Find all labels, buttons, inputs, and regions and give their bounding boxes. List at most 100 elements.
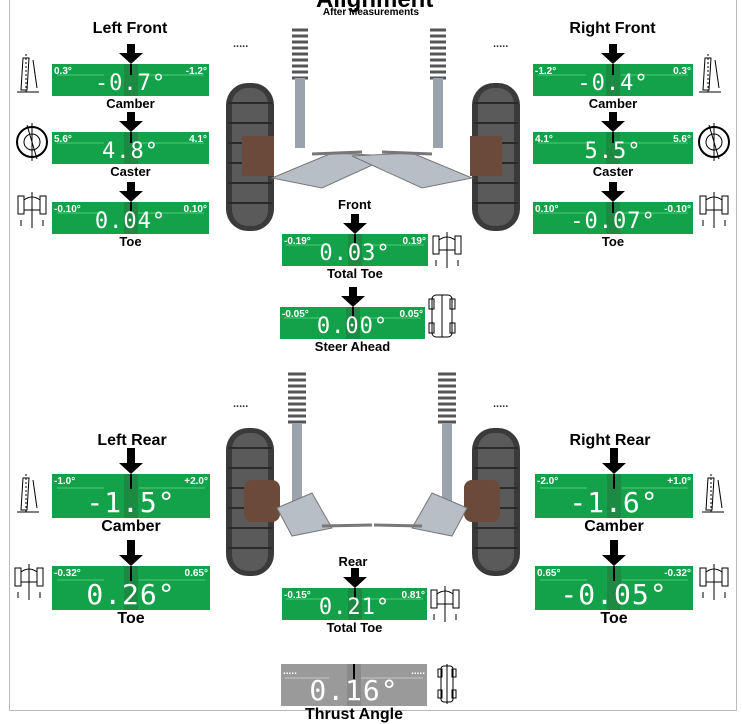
camber-icon	[697, 52, 723, 101]
measured-value: -1.6°	[569, 486, 659, 518]
meter-left-front-caster: 5.6°4.1°4.8°Caster	[52, 112, 209, 179]
measured-value: 0.03°	[319, 241, 391, 266]
thrust-angle-icon	[436, 664, 458, 709]
gauge-step-line	[56, 487, 105, 489]
gauge-step-line	[56, 579, 105, 581]
spec-gauge: -0.15°0.81°0.21°	[282, 588, 427, 620]
spec-min-label: -0.15°	[284, 590, 311, 601]
gauge-step-line	[383, 598, 423, 600]
meter-right-front-toe: 0.10°-0.10°-0.07°Toe	[533, 182, 693, 249]
gauge-step-line	[286, 598, 330, 600]
meter-front-total-toe: -0.19°0.19°0.03°Total Toe	[282, 214, 428, 286]
gauge-center-notch	[606, 132, 620, 164]
pointer-arrow-icon	[343, 214, 367, 234]
gauge-center-notch	[124, 566, 138, 610]
camber-icon	[15, 472, 41, 521]
gauge-center-notch	[123, 202, 138, 234]
placeholder-dots: .....	[493, 398, 509, 410]
spec-max-label: -0.32°	[664, 568, 691, 579]
meter-right-front-caster: 4.1°5.6°5.5°Caster	[533, 112, 693, 179]
camber-icon	[15, 52, 41, 101]
measurement-label: Caster	[110, 164, 151, 179]
gauge-step-line	[161, 212, 205, 214]
spec-max-label: 0.65°	[184, 568, 208, 579]
gauge-center-notch	[123, 132, 138, 164]
gauge-center-notch	[347, 664, 361, 706]
gauge-step-line	[161, 142, 205, 144]
gauge-step-line	[645, 487, 689, 489]
gauge-center-notch	[124, 474, 138, 518]
measured-value: -0.4°	[577, 71, 649, 96]
spec-gauge: -0.19°0.19°0.03°	[282, 234, 428, 266]
measurement-label: Toe	[117, 610, 145, 627]
meter-right-front-camber: -1.2°0.3°-0.4°Camber	[533, 44, 693, 111]
gauge-center-tick	[129, 64, 132, 75]
meter-right-rear-toe: 0.65°-0.32°-0.05°Toe	[535, 540, 693, 627]
spec-min-label: -0.19°	[284, 236, 311, 247]
gauge-step-line	[162, 487, 206, 489]
gauge-center-notch	[606, 202, 620, 234]
spec-max-label: 5.6°	[673, 134, 691, 145]
measurement-label: Camber	[101, 518, 161, 535]
display-frame	[9, 0, 737, 711]
spec-min-label: .....	[283, 666, 297, 677]
gauge-center-tick	[353, 588, 356, 599]
measurement-label: Toe	[601, 234, 625, 249]
gauge-center-tick	[353, 664, 355, 679]
pointer-arrow-icon	[118, 112, 143, 132]
spec-gauge: -0.32°0.65°0.26°	[52, 566, 210, 610]
gauge-center-tick	[129, 132, 132, 143]
gauge-center-notch	[607, 474, 621, 518]
spec-min-label: 0.65°	[537, 568, 561, 579]
measured-value: 0.00°	[316, 314, 389, 339]
section-right-rear: Right Rear	[569, 432, 651, 449]
toe-icon	[697, 190, 731, 235]
gauge-center-tick	[130, 474, 132, 489]
pointer-arrow-icon	[601, 182, 625, 202]
meter-left-rear-toe: -0.32°0.65°0.26°Toe	[52, 540, 210, 627]
gauge-center-tick	[351, 307, 354, 318]
gauge-center-tick	[613, 566, 615, 581]
caster-icon	[697, 123, 731, 166]
spec-max-label: 0.3°	[673, 66, 691, 77]
meter-right-rear-camber: -2.0°+1.0°-1.6°Camber	[535, 448, 693, 536]
spec-gauge: 4.1°5.6°5.5°	[533, 132, 693, 164]
gauge-step-line	[383, 677, 423, 679]
pointer-arrow-icon	[601, 44, 625, 64]
measured-value: -0.05°	[560, 578, 668, 610]
rear-suspension-illustration	[226, 372, 520, 576]
spec-gauge: 0.3°-1.2°-0.7°	[52, 64, 209, 96]
spec-min-label: -0.10°	[54, 204, 81, 215]
section-left-front: Left Front	[92, 20, 168, 37]
section-front: Front	[338, 197, 372, 212]
spec-max-label: +1.0°	[667, 476, 691, 487]
measurement-label: Total Toe	[327, 266, 383, 281]
pointer-arrow-icon	[119, 540, 143, 566]
gauge-center-notch	[348, 234, 362, 266]
gauge-step-line	[539, 579, 588, 581]
gauge-center-notch	[606, 64, 620, 96]
measured-value: 0.26°	[86, 578, 176, 610]
measured-value: 0.04°	[94, 209, 167, 234]
measurement-label: Toe	[119, 234, 142, 249]
placeholder-dots: .....	[493, 38, 509, 50]
toe-icon	[697, 562, 731, 607]
measurement-label: Caster	[592, 164, 634, 179]
gauge-step-line	[56, 212, 104, 214]
measured-value: 0.21°	[318, 595, 391, 620]
gauge-center-tick	[612, 202, 614, 213]
placeholder-dots: .....	[233, 38, 249, 50]
pointer-arrow-icon	[118, 44, 143, 64]
total-toe-icon	[430, 230, 464, 275]
spec-max-label: 4.1°	[189, 134, 207, 145]
spec-min-label: -2.0°	[537, 476, 559, 487]
spec-gauge: 0.10°-0.10°-0.07°	[533, 202, 693, 234]
spec-max-label: 0.05°	[399, 309, 423, 320]
spec-gauge: ..........0.16°	[281, 664, 427, 706]
meter-steer-ahead: -0.05°0.05°0.00°Steer Ahead	[280, 287, 425, 357]
pointer-arrow-icon	[602, 448, 626, 474]
gauge-step-line	[537, 142, 586, 144]
gauge-step-line	[381, 317, 421, 319]
pointer-arrow-icon	[118, 182, 143, 202]
measured-value: -0.7°	[94, 71, 167, 96]
